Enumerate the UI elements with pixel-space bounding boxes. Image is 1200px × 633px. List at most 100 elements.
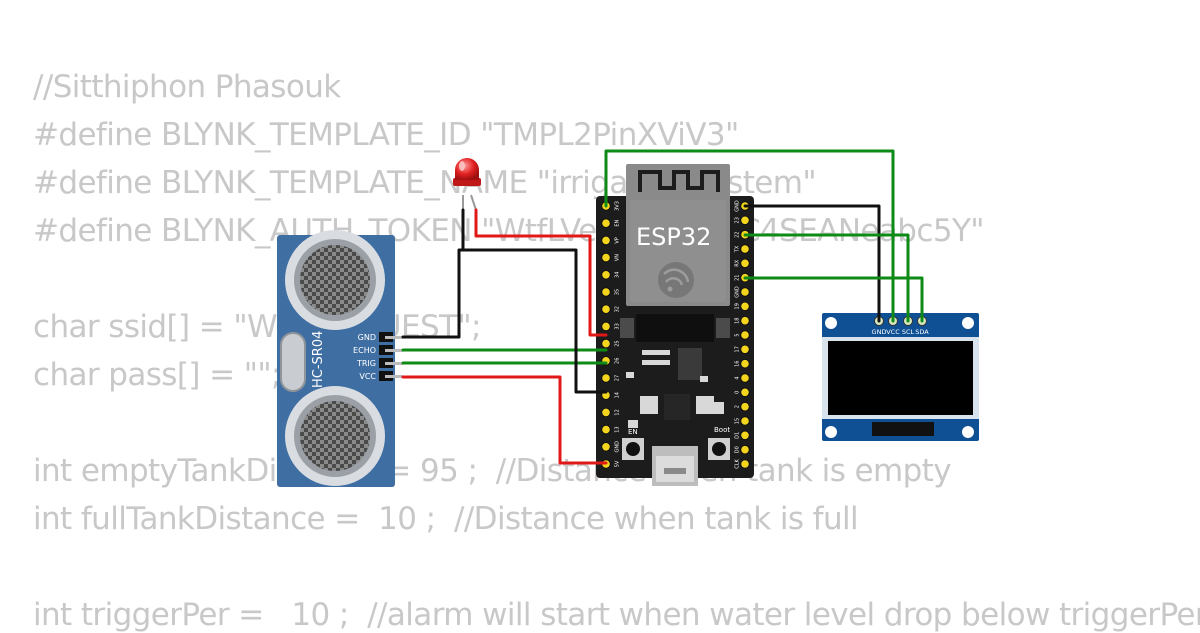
pin-pad[interactable]	[740, 215, 750, 226]
esp32-pin-clk[interactable]: CLK	[735, 459, 750, 469]
esp32-pin-18[interactable]: 18	[735, 315, 750, 326]
pin-pad[interactable]	[740, 401, 750, 412]
transducer-bottom	[285, 386, 385, 486]
esp32-board[interactable]: ESP32 EN Boot	[596, 164, 754, 486]
esp32-pin-vn[interactable]: VN	[601, 252, 621, 263]
pin-label: 12	[615, 409, 621, 415]
red-led[interactable]	[453, 158, 481, 211]
mounting-hole	[825, 317, 837, 329]
esp32-pin-tx[interactable]: TX	[735, 244, 750, 254]
pin-pad[interactable]	[601, 338, 611, 349]
wire-led-anode	[474, 208, 608, 337]
esp32-pin-19[interactable]: 19	[735, 301, 750, 312]
esp32-pin-vp[interactable]: VP	[601, 235, 621, 246]
sensor-pin-label: VCC	[359, 372, 376, 381]
pin-label: 16	[735, 361, 741, 367]
oled-pin-label: GND	[872, 328, 887, 336]
pin-pad[interactable]	[740, 459, 750, 469]
pin-pad[interactable]	[740, 315, 750, 326]
pin-pad[interactable]	[601, 424, 611, 435]
esp32-pin-25[interactable]: 25	[601, 338, 621, 349]
esp32-pin-17[interactable]: 17	[735, 344, 750, 355]
sensor-model-label: HC-SR04	[311, 331, 326, 388]
sensor-pin-label: ECHO	[353, 346, 376, 355]
pin-pad[interactable]	[740, 301, 750, 312]
boot-button[interactable]	[708, 438, 730, 460]
pin-label: VP	[615, 237, 621, 243]
pin-pad[interactable]	[740, 358, 750, 369]
oled-pin-label: SCL	[902, 328, 915, 336]
pin-pad[interactable]	[740, 330, 750, 340]
pin-pad[interactable]	[740, 430, 750, 441]
esp32-pin-34[interactable]: 34	[601, 270, 621, 280]
ultrasonic-sensor[interactable]: HC-SR04 GND ECHO TRIG VCC	[277, 230, 403, 487]
code-line: #define BLYNK_TEMPLATE_ID "TMPL2PinXViV3…	[33, 117, 739, 153]
pin-label: GND	[615, 441, 621, 453]
esp32-pin-33[interactable]: 33	[601, 321, 621, 332]
esp32-pin-d1[interactable]: D1	[735, 430, 750, 441]
esp32-pin-35[interactable]: 35	[601, 287, 621, 297]
esp32-pin-23[interactable]: 23	[735, 215, 750, 226]
esp32-pin-gnd[interactable]: GND	[601, 441, 621, 453]
pin-label: 26	[615, 358, 621, 364]
esp32-pin-5[interactable]: 5	[735, 330, 750, 340]
pin-pad[interactable]	[601, 304, 611, 315]
pcb-components	[620, 314, 730, 428]
pin-pad[interactable]	[740, 287, 750, 297]
esp32-pin-13[interactable]: 13	[601, 424, 621, 435]
pin-pad[interactable]	[601, 270, 611, 280]
pin-label: 14	[615, 392, 621, 398]
pin-pad[interactable]	[601, 235, 611, 246]
pin-label: EN	[615, 219, 621, 226]
esp32-pin-15[interactable]: 15	[735, 416, 750, 426]
pin-pad[interactable]	[740, 444, 750, 455]
esp32-pin-16[interactable]: 16	[735, 358, 750, 369]
pin-pad[interactable]	[601, 287, 611, 297]
wire-led-cathode	[461, 248, 608, 394]
esp32-pin-32[interactable]: 32	[601, 304, 621, 315]
pin-label: TX	[735, 245, 741, 253]
esp32-pin-27[interactable]: 27	[601, 373, 621, 383]
code-line: char pass[] = "";	[33, 357, 282, 393]
en-button[interactable]	[622, 438, 644, 460]
pin-label: D1	[735, 432, 741, 439]
pin-pad[interactable]	[601, 442, 611, 452]
esp32-pin-12[interactable]: 12	[601, 407, 621, 418]
pin-label: 35	[615, 289, 621, 295]
esp32-pin-d0[interactable]: D0	[735, 444, 750, 455]
pin-pad[interactable]	[601, 373, 611, 383]
esp32-pin-0[interactable]: 0	[735, 387, 750, 398]
wire-oled-sda	[743, 276, 924, 323]
mounting-hole	[962, 317, 974, 329]
pin-pad[interactable]	[740, 416, 750, 426]
esp32-pin-2[interactable]: 2	[735, 401, 750, 412]
esp32-pin-4[interactable]: 4	[735, 373, 750, 383]
pin-pad[interactable]	[601, 218, 611, 228]
oled-display[interactable]: GND VCC SCL SDA	[822, 313, 979, 441]
pin-label: 27	[615, 375, 621, 381]
oled-pin-label: VCC	[886, 328, 900, 336]
esp32-pin-en[interactable]: EN	[601, 218, 621, 228]
pin-pad[interactable]	[740, 258, 750, 269]
esp32-pin-gnd[interactable]: GND	[735, 286, 750, 298]
oled-pin-label: SDA	[915, 328, 929, 336]
pin-label: 17	[735, 346, 741, 352]
pin-label: 0	[735, 391, 741, 394]
pin-pad[interactable]	[740, 387, 750, 398]
usb-port[interactable]	[652, 446, 698, 486]
pin-pad[interactable]	[601, 321, 611, 332]
pin-pad[interactable]	[740, 373, 750, 383]
pin-pad[interactable]	[740, 244, 750, 254]
sensor-pins[interactable]	[385, 336, 403, 378]
crystal-oscillator	[280, 332, 306, 392]
pin-label: 4	[735, 376, 741, 379]
pin-pad[interactable]	[601, 252, 611, 263]
pin-label: 32	[615, 306, 621, 312]
code-line: int triggerPer = 10 ; //alarm will start…	[33, 597, 1200, 633]
wire-sensor-gnd-led	[401, 208, 465, 339]
pin-pad[interactable]	[740, 344, 750, 355]
pin-pad[interactable]	[601, 407, 611, 418]
esp32-pin-rx[interactable]: RX	[735, 258, 750, 269]
